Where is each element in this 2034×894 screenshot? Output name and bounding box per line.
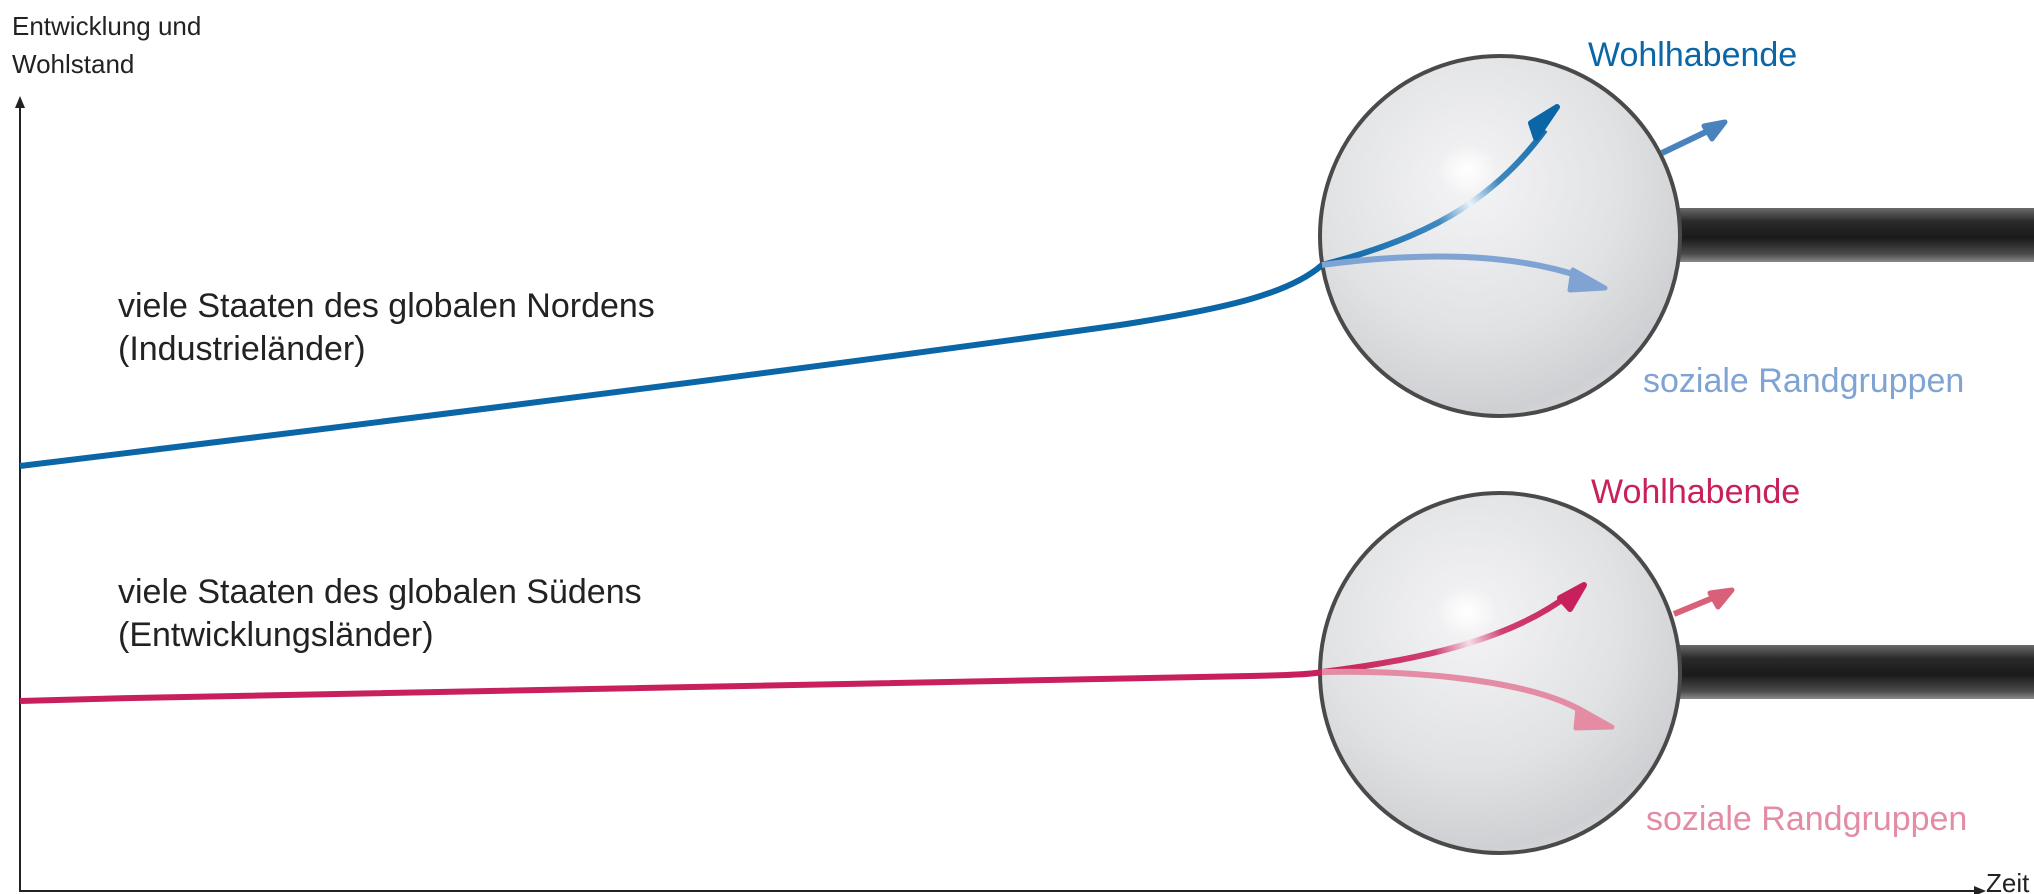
south-magnifier-handle (1670, 645, 2034, 699)
south-trend-line (19, 669, 1323, 704)
south-marginal-branch (1321, 668, 1592, 719)
y-axis-title-line1: Entwicklung und (12, 11, 201, 41)
y-axis-title-line2: Wohlstand (12, 49, 134, 79)
south-wealthy-outside-arrowhead (1707, 587, 1735, 610)
south-wealthy-arrowhead (1557, 582, 1587, 612)
north-magnifier-icon (1318, 54, 1682, 418)
north-marginal-label: soziale Randgruppen (1643, 362, 1964, 400)
x-axis-title: Zeit (1986, 868, 2030, 894)
south-group-label-line1: viele Staaten des globalen Südens (118, 573, 642, 611)
south-wealthy-label: Wohlhabende (1591, 473, 1800, 511)
north-marginal-branch (1321, 253, 1586, 281)
north-trend-line (19, 262, 1324, 469)
south-wealthy-branch (1321, 591, 1572, 675)
north-wealthy-branch (1321, 128, 1548, 268)
south-marginal-label: soziale Randgruppen (1646, 800, 1967, 838)
north-wealthy-arrowhead (1528, 104, 1560, 141)
north-magnifier-handle (1670, 208, 2034, 262)
north-wealthy-outside-arrowhead (1701, 119, 1728, 142)
north-group-label-line1: viele Staaten des globalen Nordens (118, 287, 655, 325)
south-marginal-arrowhead (1573, 705, 1615, 731)
south-lens-highlight (1437, 586, 1497, 638)
north-group-label-line2: (Industrieländer) (118, 330, 366, 368)
north-lens (1318, 54, 1682, 418)
south-group-label-line2: (Entwicklungsländer) (118, 616, 434, 654)
north-marginal-arrowhead (1567, 267, 1608, 293)
north-wealthy-label: Wohlhabende (1588, 36, 1797, 74)
north-lens-highlight (1437, 144, 1497, 196)
